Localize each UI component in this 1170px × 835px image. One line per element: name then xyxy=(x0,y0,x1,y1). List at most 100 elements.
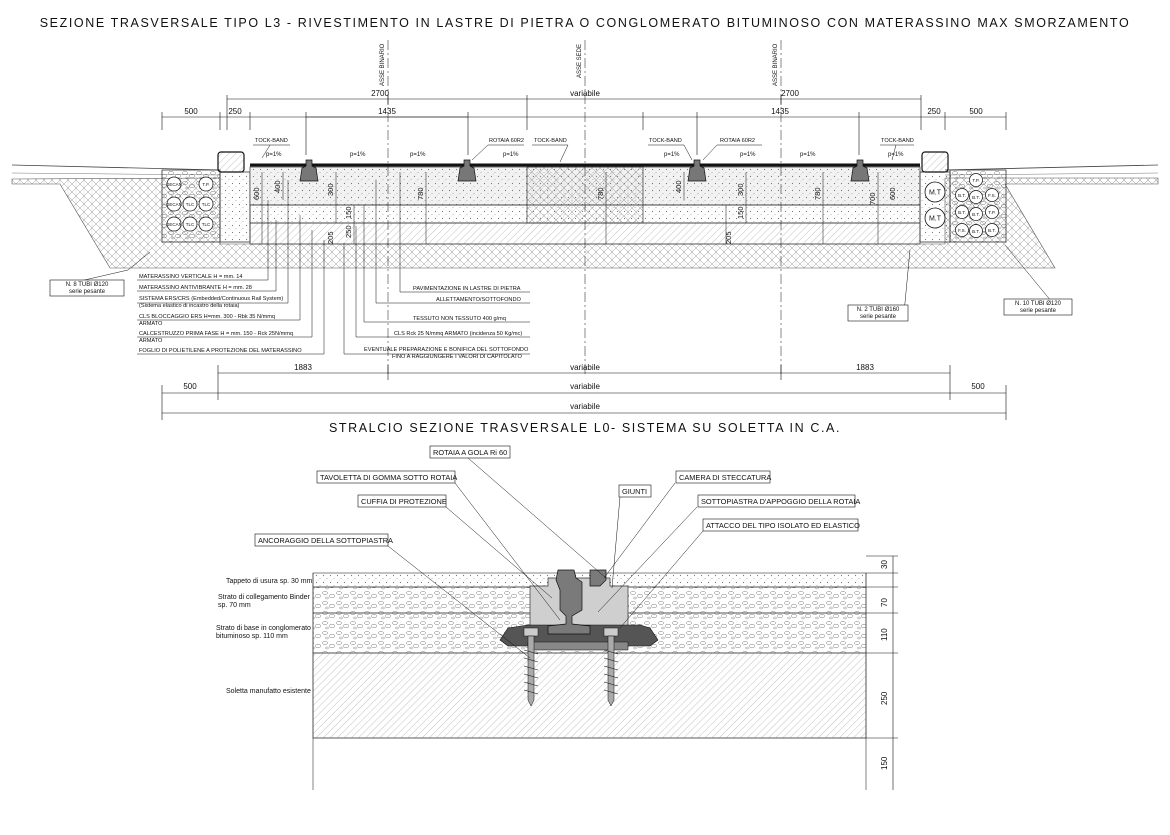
slope-2: p=1% xyxy=(350,152,366,158)
h780-right: 780 xyxy=(813,187,822,200)
right-label-4: EVENTUALE PREPARAZIONE E BONIFICA DEL SO… xyxy=(364,347,529,353)
embankment xyxy=(11,164,1159,269)
dim-variabile-b2: variabile xyxy=(570,382,600,391)
right-label-list: PAVIMENTAZIONE IN LASTRE DI PIETRAALLETT… xyxy=(364,286,529,360)
box-rotaia_gola xyxy=(429,445,511,459)
ldim-250: 250 xyxy=(880,691,889,705)
tube-right-6 xyxy=(985,205,999,219)
detail-label-camera: CAMERA DI STECCATURA xyxy=(679,473,771,482)
tube-right-tag-3: F.S. xyxy=(988,193,996,198)
left-label-1: MATERASSINO ANTIVIBRANTE H = mm. 28 xyxy=(139,285,252,291)
box-ancoraggio xyxy=(254,533,389,547)
mt-tag-1: M.T xyxy=(929,216,942,223)
dim-500-right: 500 xyxy=(969,107,983,116)
tube-right-tag-7: F.S. xyxy=(958,228,966,233)
dim-1435-right: 1435 xyxy=(771,107,789,116)
tube-right-tag-6: T.P. xyxy=(988,210,995,215)
box-attacco xyxy=(702,518,859,532)
dim-250-right: 250 xyxy=(927,107,941,116)
tube-left-tag-6: TLC xyxy=(186,222,195,227)
bottom-dimensions xyxy=(161,365,1007,420)
detail-right-dims xyxy=(866,555,898,790)
detail-label-rotaia_gola: ROTAIA A GOLA Ri 60 xyxy=(433,448,507,457)
top-leader-lines xyxy=(253,144,914,163)
box-tavoletta xyxy=(316,470,456,484)
axis-left-label: ASSE BINARIO xyxy=(380,43,386,86)
left-label-5: ARMATO xyxy=(139,321,163,327)
layer-label-3a: Strato di base in conglomerato xyxy=(216,625,311,632)
tube-left-5 xyxy=(166,216,182,232)
tube-left-tag-1: T.P. xyxy=(202,182,209,187)
dim-2700-left: 2700 xyxy=(371,89,389,98)
dim-1435-left: 1435 xyxy=(378,107,396,116)
tube-right-1 xyxy=(955,188,969,202)
mt-tag-0: M.T xyxy=(929,190,942,197)
h780-center: 780 xyxy=(596,187,605,200)
svg-text:serie pesante: serie pesante xyxy=(69,289,106,295)
ldim-110: 110 xyxy=(880,628,889,641)
box-camera xyxy=(675,470,771,484)
h600-right: 600 xyxy=(888,187,897,200)
left-label-0: MATERASSINO VERTICALE H = mm. 14 xyxy=(139,274,242,280)
tube-right-4 xyxy=(955,205,969,219)
rails-top xyxy=(299,159,870,182)
tube-left-0 xyxy=(166,176,182,192)
tube-left-tag-4: TLC xyxy=(202,202,211,207)
h400-right: 400 xyxy=(674,180,683,193)
tube-left-tag-2: DECAN xyxy=(166,202,182,207)
slope-7: p=1% xyxy=(800,152,816,158)
dim-500-bottom-left: 500 xyxy=(183,382,197,391)
tube-left-6 xyxy=(182,216,198,232)
label-leader-lines xyxy=(53,172,1057,355)
tube-left-4 xyxy=(198,196,214,212)
axis-center-label: ASSE SEDE xyxy=(577,44,583,78)
left-label-8: FOGLIO DI POLIETILENE A PROTEZIONE DEL M… xyxy=(139,348,302,354)
tube-note-mid: N. 2 TUBI Ø160 serie pesante xyxy=(847,304,909,322)
top-dimensions xyxy=(161,95,1007,155)
tube-note-right: N. 10 TUBI Ø120 serie pesante xyxy=(1003,298,1073,316)
tube-right-tag-9: B.T. xyxy=(988,228,996,233)
detail-label-sottopiastra: SOTTOPIASTRA D'APPOGGIO DELLA ROTAIA xyxy=(701,497,860,506)
svg-text:N. 2 TUBI Ø160: N. 2 TUBI Ø160 xyxy=(857,307,900,313)
h700-right: 700 xyxy=(868,192,877,205)
dim-250-left: 250 xyxy=(228,107,242,116)
rail-assembly xyxy=(499,569,659,707)
dim-1883-right: 1883 xyxy=(856,363,874,372)
tube-right-3 xyxy=(985,188,999,202)
tube-left-7 xyxy=(198,216,214,232)
h400-left: 400 xyxy=(273,180,282,193)
tube-left-2 xyxy=(166,196,182,212)
tube-right-8 xyxy=(969,224,983,238)
box-sottopiastra xyxy=(697,494,856,508)
h150-left: 150 xyxy=(344,206,353,219)
svg-text:serie pesante: serie pesante xyxy=(1020,308,1057,314)
tube-right-0 xyxy=(969,173,983,187)
ldim-30: 30 xyxy=(880,560,889,569)
dim-1883-left: 1883 xyxy=(294,363,312,372)
title-top: SEZIONE TRASVERSALE TIPO L3 - RIVESTIMEN… xyxy=(39,16,1131,30)
slope-6: p=1% xyxy=(740,152,756,158)
ldim-150: 150 xyxy=(880,756,889,770)
h250-left: 250 xyxy=(344,225,353,238)
layer-label-4: Soletta manufatto esistente xyxy=(226,688,311,695)
dim-variabile-top: variabile xyxy=(570,89,600,98)
layer-label-2b: sp. 70 mm xyxy=(218,602,251,609)
tube-right-tag-2: B.T. xyxy=(972,195,980,200)
right-label-0: PAVIMENTAZIONE IN LASTRE DI PIETRA xyxy=(413,286,521,292)
tube-right-2 xyxy=(969,190,983,204)
box-cuffia xyxy=(357,494,447,508)
left-label-7: ARMATO xyxy=(139,338,163,344)
tube-right-5 xyxy=(969,207,983,221)
title-bottom: STRALCIO SEZIONE TRASVERSALE L0- SISTEMA… xyxy=(328,421,842,435)
tube-left-tag-0: DECAN xyxy=(166,182,182,187)
tock-band-label-4: TOCK-BAND xyxy=(881,138,914,144)
layer-label-2a: Strato di collegamento Binder xyxy=(218,594,310,601)
h150-right: 150 xyxy=(736,206,745,219)
dim-variabile-b1: variabile xyxy=(570,363,600,372)
mt-tube-0 xyxy=(924,181,946,203)
right-label-5: FINO A RAGGIUNGERE I VALORI DI CAPITOLAT… xyxy=(392,354,522,360)
right-label-3: CLS Rck 25 N/mmq ARMATO (incidenza 50 Kg… xyxy=(394,331,522,337)
